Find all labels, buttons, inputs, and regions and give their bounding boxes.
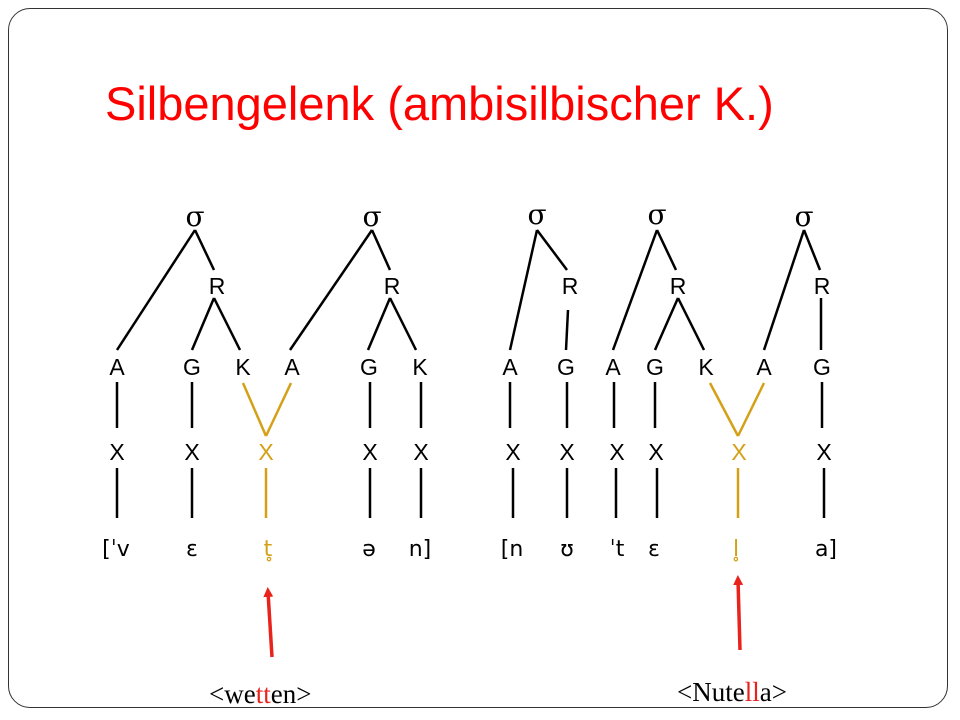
skeleton-slot: X bbox=[413, 439, 428, 465]
segment: n] bbox=[409, 537, 432, 562]
ambisyllabic-link bbox=[241, 382, 268, 437]
word-part: <Nute bbox=[677, 677, 745, 707]
constituent-label: A bbox=[284, 354, 300, 380]
skeleton-slot: X bbox=[559, 439, 574, 465]
word-highlight: ll bbox=[744, 677, 760, 707]
branch-line bbox=[676, 297, 706, 351]
word-part: a> bbox=[759, 677, 787, 707]
skeleton-slot: X bbox=[648, 439, 663, 465]
syllable-node: σ bbox=[527, 198, 546, 231]
branch-line bbox=[655, 229, 678, 271]
rhyme-node: R bbox=[209, 273, 226, 299]
ambisyllabic-link bbox=[708, 382, 740, 437]
constituent-label: G bbox=[360, 354, 378, 380]
rhyme-node: R bbox=[562, 273, 579, 299]
constituent-label: G bbox=[813, 354, 831, 380]
constituent-label: A bbox=[109, 354, 125, 380]
branch-line bbox=[288, 229, 374, 351]
rhyme-node: R bbox=[384, 273, 401, 299]
tree-nutella: σ σ σ R R R A G A G K A G X X X X X X [n… bbox=[501, 198, 837, 651]
word-part: en> bbox=[270, 679, 312, 709]
segment: a] bbox=[815, 537, 837, 562]
constituent-label: G bbox=[646, 354, 664, 380]
word-part: <we bbox=[209, 679, 256, 709]
segment: ˈt bbox=[610, 537, 625, 562]
rhyme-node: R bbox=[814, 273, 831, 299]
skeleton-slot: X bbox=[505, 439, 520, 465]
ambisyllabic-link bbox=[736, 382, 766, 437]
segment: ɛ bbox=[648, 537, 660, 562]
pointer-arrow bbox=[263, 587, 274, 658]
syllable-node: σ bbox=[185, 200, 204, 233]
ambisyllabic-link bbox=[264, 382, 293, 437]
slide bbox=[8, 8, 948, 708]
branch-line bbox=[388, 297, 418, 351]
pointer-arrow bbox=[733, 575, 744, 651]
branch-line bbox=[762, 229, 806, 351]
word-nutella: <Nutella> bbox=[677, 677, 787, 708]
constituent-label: K bbox=[698, 354, 714, 380]
branch-line bbox=[212, 297, 242, 351]
branch-line bbox=[508, 229, 539, 351]
constituent-label: G bbox=[557, 354, 575, 380]
skeleton-slot: X bbox=[609, 439, 624, 465]
skeleton-slot: X bbox=[362, 439, 377, 465]
segment: ə bbox=[362, 537, 376, 562]
branch-line bbox=[564, 309, 570, 351]
branch-line bbox=[802, 229, 822, 271]
skeleton-slot-ambisyllabic: X bbox=[258, 439, 273, 465]
segment: [n bbox=[501, 537, 524, 562]
branch-line bbox=[193, 229, 216, 271]
segment-ambisyllabic: l̥ bbox=[733, 537, 739, 562]
branch-line bbox=[536, 229, 568, 271]
branch-line bbox=[370, 229, 392, 271]
constituent-label: K bbox=[412, 354, 428, 380]
rhyme-node: R bbox=[670, 273, 687, 299]
segment: ɛ bbox=[186, 537, 198, 562]
constituent-label: K bbox=[235, 354, 251, 380]
branch-line bbox=[653, 297, 680, 351]
branch-line bbox=[366, 297, 392, 351]
tree-wetten: σ σ R R A G K A G K X X X X X [ˈv ɛ t̥ ə… bbox=[102, 200, 432, 658]
constituent-label: G bbox=[183, 354, 201, 380]
syllable-node: σ bbox=[794, 200, 813, 233]
skeleton-slot: X bbox=[109, 439, 124, 465]
constituent-label: A bbox=[502, 354, 518, 380]
syllable-node: σ bbox=[647, 198, 666, 231]
segment-ambisyllabic: t̥ bbox=[264, 537, 273, 562]
constituent-label: A bbox=[605, 354, 621, 380]
segment: [ˈv bbox=[102, 537, 130, 562]
syllable-node: σ bbox=[362, 200, 381, 233]
word-highlight: tt bbox=[255, 679, 271, 709]
constituent-label: A bbox=[756, 354, 772, 380]
skeleton-slot: X bbox=[816, 439, 831, 465]
segment: ʊ bbox=[560, 537, 574, 562]
skeleton-slot: X bbox=[184, 439, 199, 465]
word-wetten: <wetten> bbox=[209, 679, 311, 710]
skeleton-slot-ambisyllabic: X bbox=[731, 439, 746, 465]
branch-line bbox=[611, 229, 659, 351]
branch-line bbox=[115, 229, 197, 351]
branch-line bbox=[190, 297, 216, 351]
slide-title: Silbengelenk (ambisilbischer K.) bbox=[105, 77, 774, 130]
